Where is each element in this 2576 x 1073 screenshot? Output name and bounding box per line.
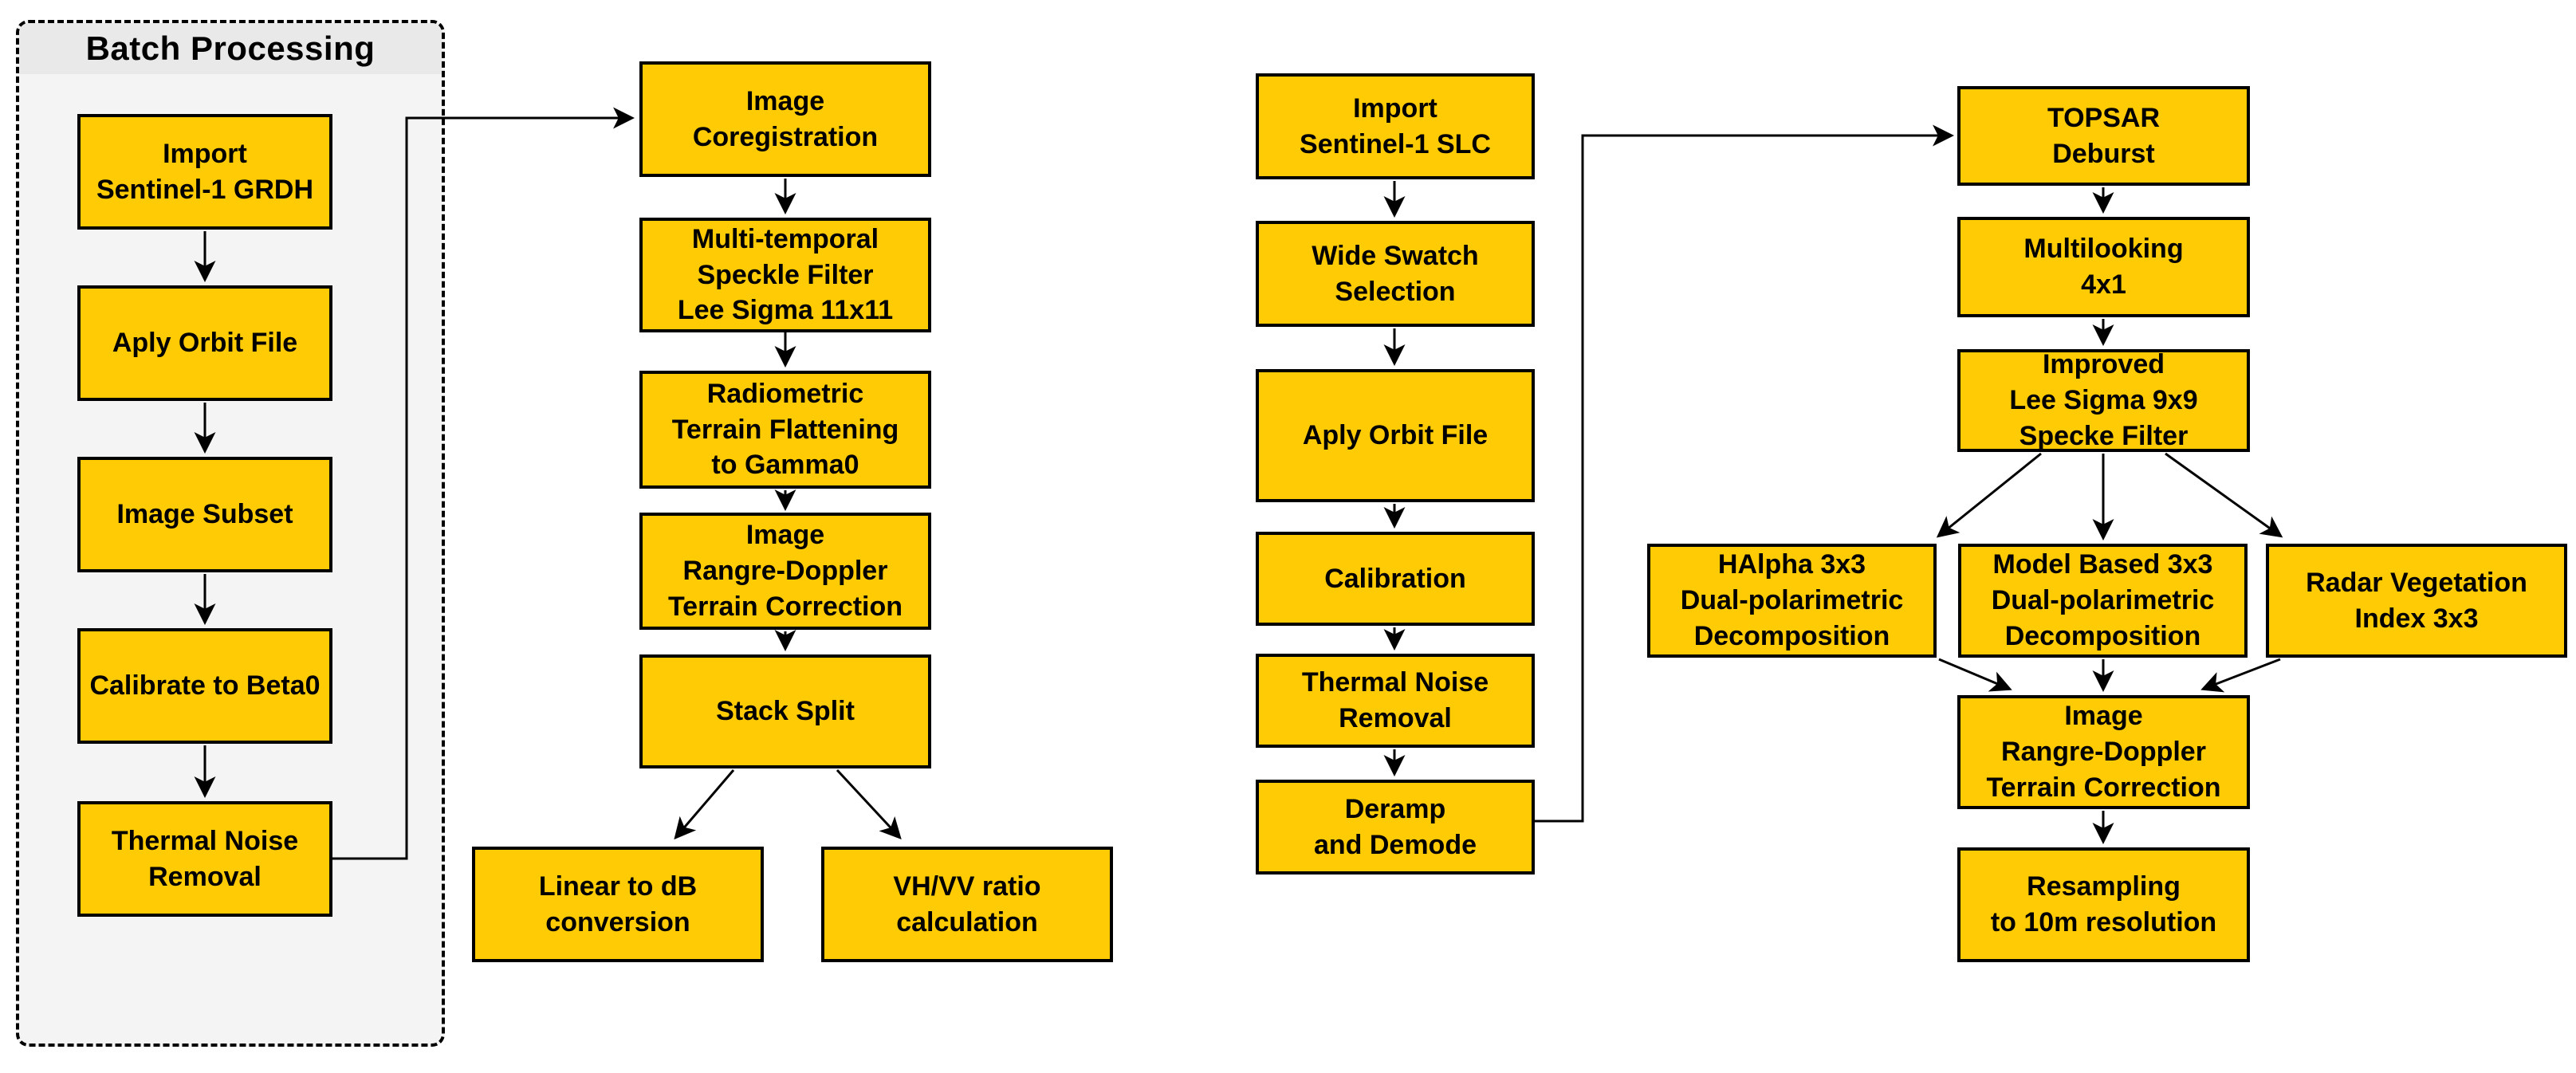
node-multitemporal-speckle-filter: Multi-temporal Speckle Filter Lee Sigma … (639, 218, 931, 332)
arrow-stack-split-to-linear-db (674, 769, 735, 840)
node-range-doppler-terrain-correction-slc: Image Rangre-Doppler Terrain Correction (1957, 695, 2250, 809)
node-import-sentinel1-grdh: Import Sentinel-1 GRDH (77, 114, 332, 230)
node-stack-split: Stack Split (639, 654, 931, 768)
node-aply-orbit-file-slc: Aply Orbit File (1256, 369, 1535, 502)
batch-group-title: Batch Processing (19, 23, 442, 74)
arrow-lee-sigma-to-rvi (2165, 452, 2283, 538)
node-halpha-decomposition: HAlpha 3x3 Dual-polarimetric Decompositi… (1647, 544, 1937, 658)
node-radar-vegetation-index: Radar Vegetation Index 3x3 (2266, 544, 2567, 658)
node-model-based-decomposition: Model Based 3x3 Dual-polarimetric Decomp… (1958, 544, 2248, 658)
node-topsar-deburst: TOPSAR Deburst (1957, 86, 2250, 186)
node-deramp-and-demode: Deramp and Demode (1256, 780, 1535, 875)
node-image-subset: Image Subset (77, 457, 332, 572)
node-image-coregistration: Image Coregistration (639, 61, 931, 177)
node-range-doppler-terrain-correction-grdh: Image Rangre-Doppler Terrain Correction (639, 513, 931, 630)
connector-deramp-to-topsar-deburst (1535, 124, 1955, 823)
node-aply-orbit-file-grdh: Aply Orbit File (77, 285, 332, 401)
arrow-lee-sigma-to-halpha (1936, 452, 2042, 538)
node-thermal-noise-removal-grdh: Thermal Noise Removal (77, 801, 332, 917)
node-wide-swatch-selection: Wide Swatch Selection (1256, 221, 1535, 327)
arrow-rvi-to-terrain-correction (2200, 658, 2281, 693)
node-linear-to-db-conversion: Linear to dB conversion (472, 847, 764, 962)
node-calibrate-to-beta0: Calibrate to Beta0 (77, 628, 332, 744)
arrow-halpha-to-terrain-correction (1938, 658, 2012, 692)
node-multilooking-4x1: Multilooking 4x1 (1957, 217, 2250, 317)
arrow-stack-split-to-vhvv-ratio (836, 768, 902, 839)
node-calibration: Calibration (1256, 532, 1535, 626)
node-import-sentinel1-slc: Import Sentinel-1 SLC (1256, 73, 1535, 179)
node-radiometric-terrain-flattening: Radiometric Terrain Flattening to Gamma0 (639, 371, 931, 489)
node-resampling-10m: Resampling to 10m resolution (1957, 847, 2250, 962)
node-vhvv-ratio-calculation: VH/VV ratio calculation (821, 847, 1113, 962)
node-thermal-noise-removal-slc: Thermal Noise Removal (1256, 654, 1535, 748)
node-improved-lee-sigma-filter: Improved Lee Sigma 9x9 Specke Filter (1957, 349, 2250, 452)
